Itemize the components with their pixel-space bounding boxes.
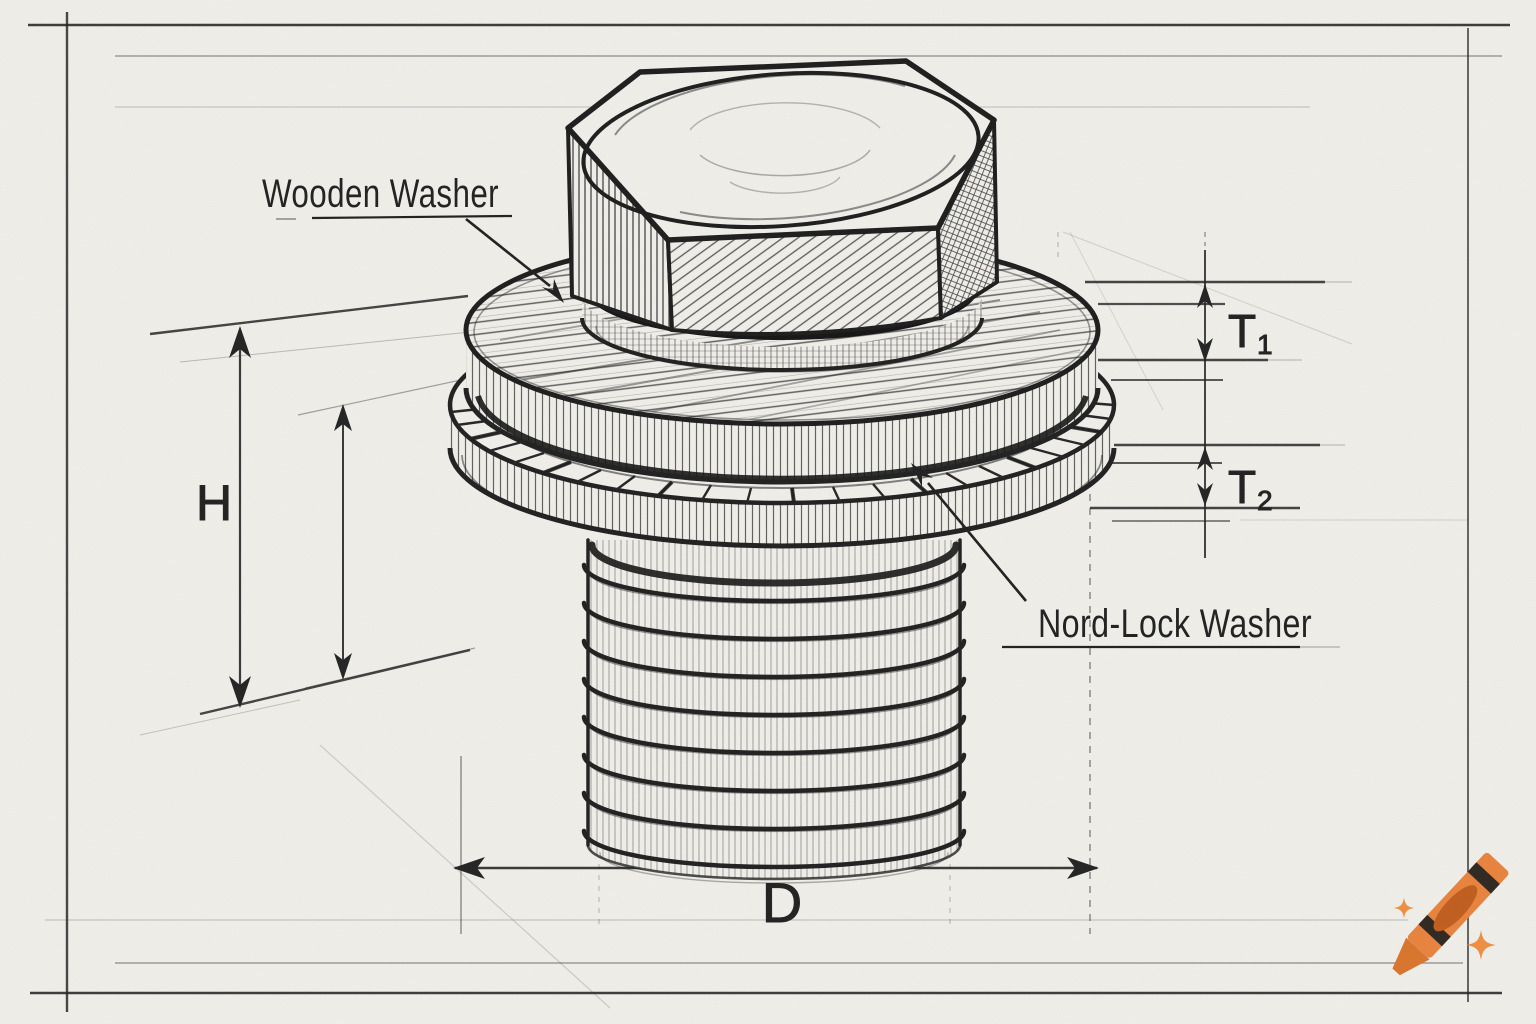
blueprint-canvas: H T 1 T 2 D bbox=[0, 0, 1536, 1024]
paper-texture bbox=[0, 0, 1536, 1024]
blueprint-page: H T 1 T 2 D bbox=[0, 0, 1536, 1024]
